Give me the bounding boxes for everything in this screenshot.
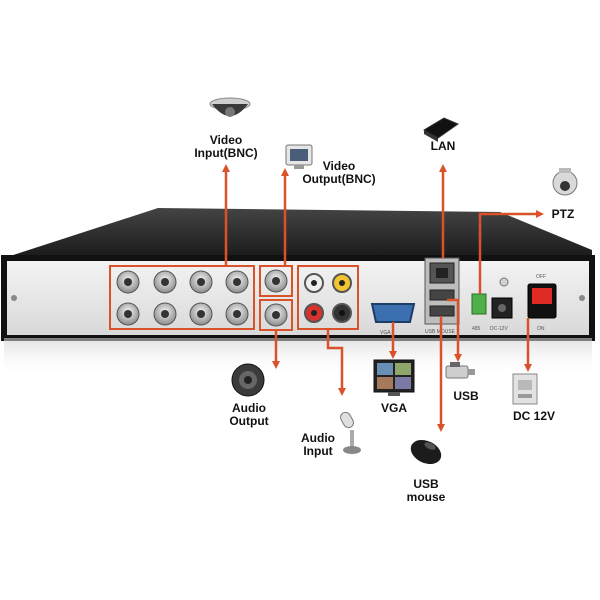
screw-right (579, 295, 585, 301)
label-video-input: Video Input(BNC) (194, 133, 258, 160)
power-switch: OFF ON (527, 274, 557, 332)
dome-camera-icon (209, 97, 251, 117)
bnc-connector (189, 270, 213, 294)
label-usb-mouse: USB mouse (406, 477, 446, 504)
connection-arrows (222, 164, 544, 432)
usb-port-2 (429, 305, 455, 317)
bnc-connector (225, 270, 249, 294)
bnc-connector (225, 302, 249, 326)
usb-port-1 (429, 289, 455, 301)
video-output-highlight-box (259, 265, 293, 297)
panel-label-vga: VGA (380, 330, 391, 336)
panel-label-dc12v: DC-12V (490, 326, 508, 332)
panel-label-off: OFF (536, 274, 546, 280)
bnc-connector (153, 270, 177, 294)
label-usb: USB (453, 389, 479, 403)
dc-power-jack: DC-12V (490, 297, 513, 332)
lan-usb-stack: USB MOUSE (424, 257, 460, 335)
label-dc12v: DC 12V (512, 409, 556, 423)
microphone-icon (340, 411, 361, 454)
speaker-icon (231, 363, 265, 397)
bnc-connector (189, 302, 213, 326)
audio-input-rca-group (297, 265, 359, 330)
dvr-reflection (4, 338, 592, 378)
label-lan: LAN (430, 139, 456, 153)
router-icon (423, 117, 460, 142)
usb-drive-icon (445, 362, 475, 379)
screw-left (11, 295, 17, 301)
label-audio-output: Audio Output (229, 401, 269, 428)
monitor-icon (285, 144, 313, 169)
arrow-audio-input (326, 329, 346, 396)
ptz-rs485-terminal: 485 (471, 277, 509, 332)
label-video-output: Video Output(BNC) (302, 159, 376, 186)
bnc-connector (153, 302, 177, 326)
panel-label-485: 485 (472, 326, 481, 332)
vga-monitor-icon (373, 359, 415, 396)
power-adapter-icon (512, 373, 538, 405)
label-vga: VGA (380, 401, 407, 415)
dvr-top-cover (4, 208, 592, 258)
panel-label-on: ON (537, 326, 545, 332)
label-ptz: PTZ (551, 207, 575, 221)
mouse-icon (410, 439, 442, 465)
bnc-connector (116, 302, 140, 326)
label-audio-input: Audio Input (301, 431, 335, 458)
arrow-ptz (478, 210, 544, 294)
bnc-connector (116, 270, 140, 294)
video-input-highlight-box (109, 265, 255, 330)
ptz-camera-icon (552, 168, 578, 196)
video-output-bnc-group (259, 265, 293, 297)
video-input-bnc-group (109, 265, 255, 330)
vga-port: VGA (370, 303, 416, 336)
arrow-usb (447, 298, 462, 362)
